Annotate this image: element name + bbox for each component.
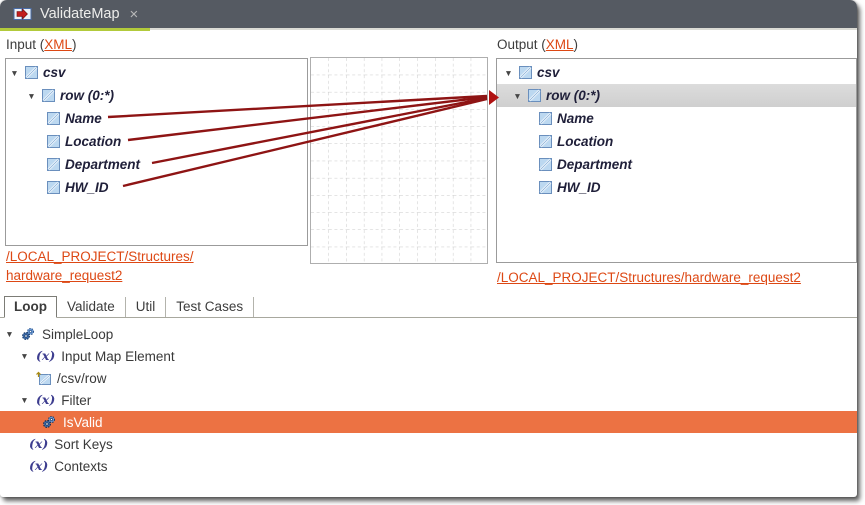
output-node-department[interactable]: Department xyxy=(497,153,856,176)
output-node-csv[interactable]: ▼ csv xyxy=(497,61,856,84)
input-heading: Input (XML) xyxy=(6,37,77,52)
input-node-hwid[interactable]: HW_ID xyxy=(6,176,307,199)
gears-icon xyxy=(42,415,57,429)
node-label: row (0:*) xyxy=(546,88,600,103)
expander-icon[interactable]: ▼ xyxy=(504,67,513,78)
rule-node-csv-row[interactable]: /csv/row xyxy=(0,367,857,389)
node-label: HW_ID xyxy=(557,180,601,195)
input-node-name[interactable]: Name xyxy=(6,107,307,130)
xml-element-icon xyxy=(47,181,60,194)
tab-util[interactable]: Util xyxy=(126,297,167,317)
xml-element-icon xyxy=(539,181,552,194)
input-node-csv[interactable]: ▼ csv xyxy=(6,61,307,84)
expander-icon[interactable]: ▼ xyxy=(20,351,29,361)
output-tree-panel: ▼ csv ▼ row (0:*) Name Location xyxy=(496,58,857,263)
xml-element-icon xyxy=(47,112,60,125)
xml-element-icon xyxy=(47,135,60,148)
rule-node-filter[interactable]: ▼ (x) Filter xyxy=(0,389,857,411)
output-xml-link[interactable]: XML xyxy=(545,37,574,52)
rule-node-input-map-element[interactable]: ▼ (x) Input Map Element xyxy=(0,345,857,367)
input-structure-link[interactable]: /LOCAL_PROJECT/Structures/ hardware_requ… xyxy=(6,247,236,285)
rule-node-simpleloop[interactable]: ▼ SimpleLoop xyxy=(0,323,857,345)
input-structure-link-line2: hardware_request2 xyxy=(6,268,123,283)
input-heading-text: Input ( xyxy=(6,37,45,52)
function-icon: (x) xyxy=(29,457,49,473)
map-document-icon xyxy=(13,6,32,22)
node-label: Location xyxy=(65,134,122,149)
tab-validatemap[interactable]: ValidateMap × xyxy=(0,0,150,28)
input-tree-panel: ▼ csv ▼ row (0:*) Name Location xyxy=(5,58,308,246)
node-label: Name xyxy=(557,111,594,126)
rule-node-label: Input Map Element xyxy=(61,348,175,364)
xml-element-icon xyxy=(519,66,532,79)
tab-title: ValidateMap xyxy=(40,6,120,22)
rule-node-label: IsValid xyxy=(63,414,103,430)
output-heading-close-paren: ) xyxy=(573,37,579,52)
node-label: Location xyxy=(557,134,614,149)
tab-test-cases[interactable]: Test Cases xyxy=(166,297,255,317)
tab-loop[interactable]: Loop xyxy=(4,296,57,318)
editor-tab-bar: ValidateMap × xyxy=(0,0,857,28)
rule-tab-bar: Loop Validate Util Test Cases xyxy=(0,296,857,318)
xml-element-icon xyxy=(42,89,55,102)
output-node-row-selected[interactable]: ▼ row (0:*) xyxy=(497,84,856,107)
gears-icon xyxy=(21,327,36,341)
rule-node-sort-keys[interactable]: (x) Sort Keys xyxy=(0,433,857,455)
input-heading-close-paren: ) xyxy=(72,37,77,52)
expander-icon[interactable]: ▼ xyxy=(513,90,522,101)
input-structure-link-line1: /LOCAL_PROJECT/Structures/ xyxy=(6,249,194,264)
active-tab-accent xyxy=(0,28,150,31)
node-label: csv xyxy=(537,65,560,80)
node-label: Department xyxy=(557,157,633,172)
output-node-name[interactable]: Name xyxy=(497,107,856,130)
node-label: csv xyxy=(43,65,66,80)
tab-validate[interactable]: Validate xyxy=(57,297,126,317)
loop-rule-tree: ▼ SimpleLoop ▼ (x) Input Map Element xyxy=(0,319,857,477)
xml-element-icon xyxy=(539,135,552,148)
function-icon: (x) xyxy=(36,347,56,363)
grid-pattern xyxy=(311,58,487,263)
rule-node-label: SimpleLoop xyxy=(42,326,114,342)
rule-node-isvalid-selected[interactable]: IsValid xyxy=(0,411,857,433)
rule-node-label: Filter xyxy=(61,392,92,408)
rule-node-label: /csv/row xyxy=(57,370,107,386)
mapping-canvas[interactable] xyxy=(310,57,488,264)
node-label: Department xyxy=(65,157,141,172)
expander-icon[interactable]: ▼ xyxy=(5,329,14,339)
output-node-location[interactable]: Location xyxy=(497,130,856,153)
output-node-hwid[interactable]: HW_ID xyxy=(497,176,856,199)
xml-element-icon xyxy=(539,112,552,125)
xml-element-icon xyxy=(47,158,60,171)
node-label: HW_ID xyxy=(65,180,109,195)
function-icon: (x) xyxy=(29,435,49,451)
xml-element-icon xyxy=(539,158,552,171)
expander-icon[interactable]: ▼ xyxy=(20,395,29,405)
expander-icon[interactable]: ▼ xyxy=(10,67,19,78)
rule-node-label: Sort Keys xyxy=(54,436,113,452)
element-insert-icon xyxy=(36,371,51,386)
validatemap-window: ValidateMap × Input (XML) Output (XML) ▼… xyxy=(0,0,857,477)
input-node-row[interactable]: ▼ row (0:*) xyxy=(6,84,307,107)
output-structure-link[interactable]: /LOCAL_PROJECT/Structures/hardware_reque… xyxy=(497,270,801,285)
node-label: row (0:*) xyxy=(60,88,114,103)
output-heading: Output (XML) xyxy=(497,37,578,52)
rule-node-label: Contexts xyxy=(54,458,108,474)
expander-icon[interactable]: ▼ xyxy=(27,90,36,101)
output-heading-text: Output ( xyxy=(497,37,546,52)
input-node-department[interactable]: Department xyxy=(6,153,307,176)
xml-element-icon xyxy=(25,66,38,79)
xml-element-icon xyxy=(528,89,541,102)
tab-bar-divider xyxy=(150,28,857,30)
node-label: Name xyxy=(65,111,102,126)
input-xml-link[interactable]: XML xyxy=(44,37,73,52)
rule-node-contexts[interactable]: (x) Contexts xyxy=(0,455,857,477)
function-icon: (x) xyxy=(36,391,56,407)
input-node-location[interactable]: Location xyxy=(6,130,307,153)
tab-close-icon[interactable]: × xyxy=(129,5,139,23)
